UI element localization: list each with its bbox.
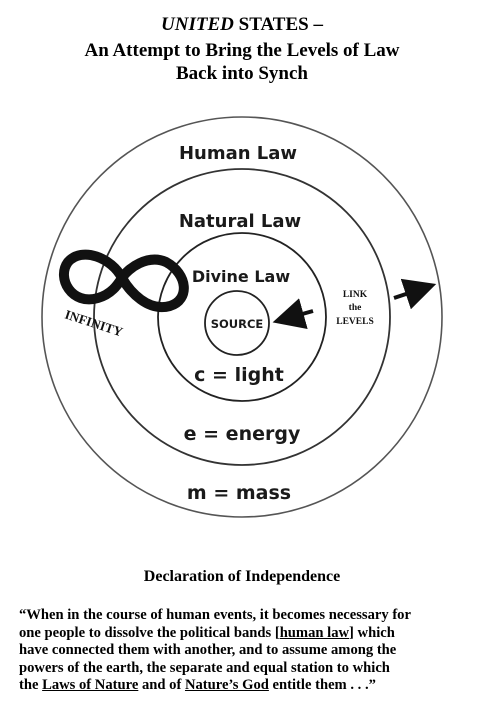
human-law-label: Human Law	[179, 143, 297, 164]
light-equation: c = light	[194, 364, 284, 386]
quote-line-2: one people to dissolve the political ban…	[19, 625, 479, 643]
quote-line-5-part-a: the	[19, 677, 43, 693]
outer-ring	[41, 116, 443, 518]
levels-of-law-diagram: Human Law Natural Law Divine Law SOURCE …	[41, 116, 443, 518]
quote-line-2-part-b: ] which	[349, 624, 395, 641]
middle-ring	[93, 168, 391, 466]
link-label-1: LINK	[343, 290, 368, 300]
natural-law-label: Natural Law	[179, 211, 301, 232]
quote-line-5: the Laws of Nature and of Nature’s God e…	[19, 677, 479, 695]
quote-line-1: “When in the course of human events, it …	[19, 607, 411, 623]
divine-law-label: Divine Law	[192, 267, 290, 286]
title-line-2: An Attempt to Bring the Levels of Law	[84, 40, 400, 61]
quote-line-2-part-a: one people to dissolve the political ban…	[19, 624, 280, 641]
link-label-2: the	[349, 303, 362, 313]
arrow-outward-icon	[393, 278, 437, 310]
source-label: SOURCE	[211, 317, 264, 331]
arrow-to-source-icon	[272, 298, 314, 330]
quote-line-5-part-b: and of	[138, 677, 185, 693]
title-line-1: UNITED STATES –	[0, 14, 484, 36]
human-law-underlined: human law	[279, 624, 350, 641]
title-line-3: Back into Synch	[176, 63, 308, 84]
title-italic: UNITED	[161, 14, 234, 35]
infinity-icon	[58, 249, 189, 313]
laws-of-nature-underlined: Laws of Nature	[42, 677, 139, 693]
title-rest: STATES –	[233, 14, 323, 35]
declaration-heading: Declaration of Independence	[143, 568, 341, 585]
energy-equation: e = energy	[184, 423, 301, 445]
natures-god-underlined: Nature’s God	[184, 677, 269, 693]
quote-line-4: powers of the earth, the separate and eq…	[19, 659, 390, 676]
source-ring	[204, 290, 270, 356]
link-label-3: LEVELS	[336, 317, 374, 327]
mass-equation: m = mass	[187, 482, 291, 504]
quote-line-3: have connected them with another, and to…	[19, 642, 397, 658]
inner-ring	[157, 232, 327, 402]
declaration-quote: “When in the course of human events, it …	[19, 607, 479, 695]
quote-line-5-part-c: entitle them . . .”	[268, 677, 376, 693]
